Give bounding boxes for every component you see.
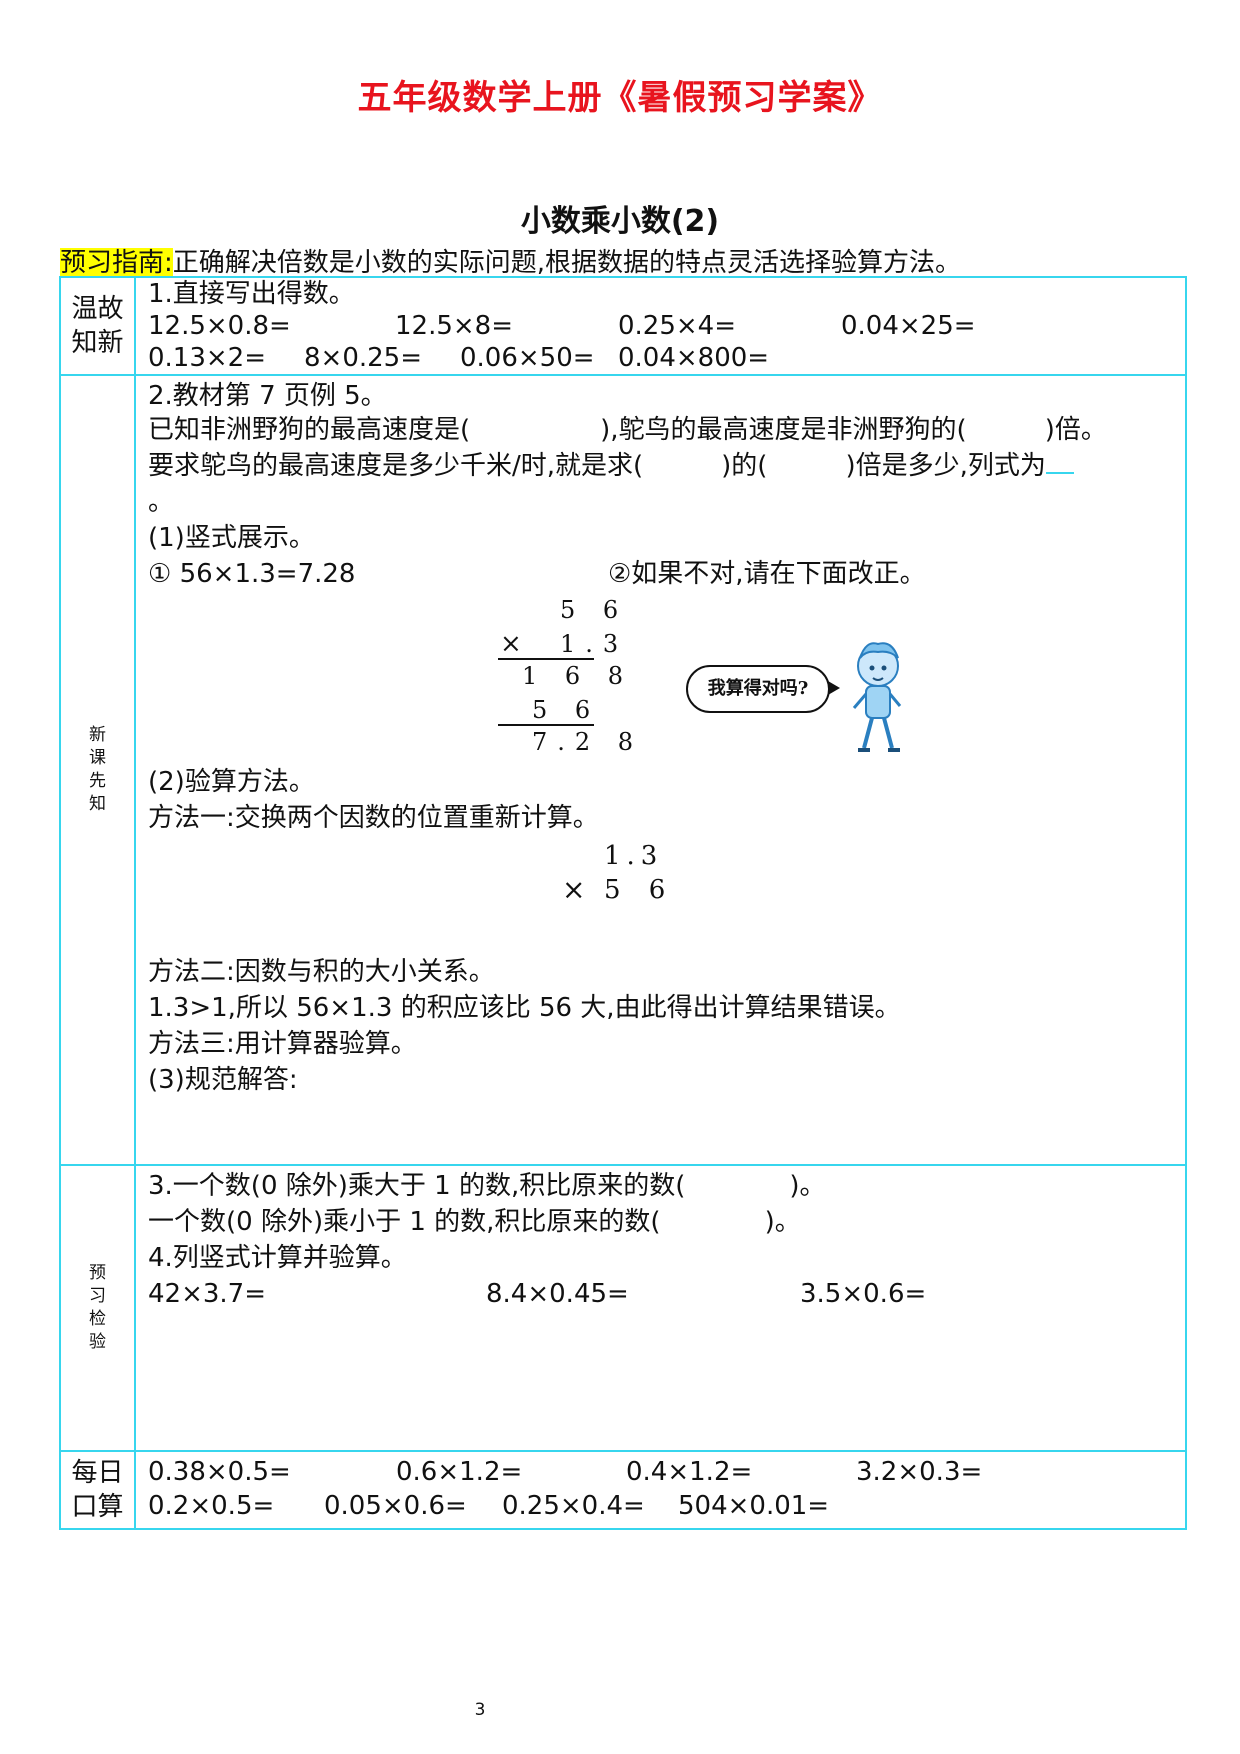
review-item: 0.06×50= bbox=[460, 343, 595, 373]
question-4: 4.列竖式计算并验算。 bbox=[148, 1243, 407, 1273]
step1-correction-prompt: ②如果不对,请在下面改正。 bbox=[608, 559, 926, 589]
review-label-line2: 知新 bbox=[71, 328, 124, 358]
review-item: 0.04×800= bbox=[618, 343, 770, 373]
vert-bar bbox=[498, 724, 594, 726]
daily-item: 0.25×0.4= bbox=[502, 1491, 645, 1521]
vert2-line2: 5 6 bbox=[604, 875, 676, 905]
check-label-char: 检 bbox=[89, 1309, 106, 1329]
vert-line4: 5 6 bbox=[532, 696, 601, 724]
method-two-explanation: 1.3>1,所以 56×1.3 的积应该比 56 大,由此得出计算结果错误。 bbox=[148, 993, 901, 1023]
vertical-calculation-swap: 1.3 × 5 6 bbox=[148, 836, 1185, 954]
question-text: 要求鸵鸟的最高速度是多少千米/时,就是求( )的( )倍是多少,列式为 bbox=[148, 451, 1046, 481]
vertical-calculation: 5 6 × 1.3 1 6 8 5 6 7.2 8 我算得对吗? bbox=[148, 590, 1185, 764]
daily-item: 3.2×0.3= bbox=[856, 1457, 983, 1487]
review-label-line1: 温故 bbox=[71, 294, 124, 324]
worksheet-table: 温故 知新 1.直接写出得数。 12.5×0.8= 12.5×8= 0.25×4… bbox=[59, 276, 1187, 1530]
new-lesson-label: 新 课 先 知 bbox=[59, 374, 136, 1166]
check-label: 预 习 检 验 bbox=[59, 1164, 136, 1452]
method-two: 方法二:因数与积的大小关系。 bbox=[148, 957, 495, 987]
new-lesson-content: 2.教材第 7 页例 5。 已知非洲野狗的最高速度是( ),鸵鸟的最高速度是非洲… bbox=[134, 374, 1187, 1166]
daily-item: 0.6×1.2= bbox=[396, 1457, 523, 1487]
calc-item: 3.5×0.6= bbox=[800, 1279, 927, 1309]
review-row-2: 0.13×2= 8×0.25= 0.06×50= 0.04×800= bbox=[148, 342, 1185, 374]
page-number: 3 bbox=[474, 1700, 486, 1720]
textbook-reference: 2.教材第 7 页例 5。 bbox=[148, 381, 387, 411]
sentence-end: 。 bbox=[148, 487, 175, 517]
vert2-line1: 1.3 bbox=[604, 841, 664, 871]
multiply-sign: × bbox=[500, 629, 532, 659]
daily-row-1: 0.38×0.5= 0.6×1.2= 0.4×1.2= 3.2×0.3= bbox=[148, 1456, 1185, 1490]
question-3a: 3.一个数(0 除外)乘大于 1 的数,积比原来的数( )。 bbox=[148, 1171, 826, 1201]
standard-answer: (3)规范解答: bbox=[148, 1065, 298, 1095]
calc-item: 8.4×0.45= bbox=[486, 1279, 629, 1309]
daily-item: 0.2×0.5= bbox=[148, 1491, 275, 1521]
review-heading: 1.直接写出得数。 bbox=[148, 279, 355, 309]
review-item: 0.25×4= bbox=[618, 311, 737, 341]
step1-row: ① 56×1.3=7.28 ②如果不对,请在下面改正。 bbox=[148, 556, 1185, 590]
vert-line3: 1 6 8 bbox=[522, 662, 634, 690]
question-4-row: 42×3.7= 8.4×0.45= 3.5×0.6= bbox=[148, 1276, 1185, 1312]
check-label-char: 预 bbox=[89, 1263, 106, 1283]
review-item: 12.5×8= bbox=[395, 311, 514, 341]
daily-item: 0.05×0.6= bbox=[324, 1491, 467, 1521]
guide-text: 正确解决倍数是小数的实际问题,根据数据的特点灵活选择验算方法。 bbox=[172, 248, 962, 278]
daily-row-2: 0.2×0.5= 0.05×0.6= 0.25×0.4= 504×0.01= bbox=[148, 1490, 1185, 1524]
document-title: 五年级数学上册《暑假预习学案》 bbox=[357, 78, 883, 118]
step-vertical-display: (1)竖式展示。 bbox=[148, 523, 315, 553]
question-sentence: 要求鸵鸟的最高速度是多少千米/时,就是求( )的( )倍是多少,列式为 bbox=[148, 448, 1185, 484]
cartoon-boy-icon bbox=[852, 642, 902, 752]
vert-line1: 5 6 bbox=[560, 596, 629, 624]
new-lesson-label-char: 知 bbox=[89, 794, 106, 814]
multiply-sign: × bbox=[562, 873, 586, 906]
check-label-char: 习 bbox=[89, 1286, 106, 1306]
check-content: 3.一个数(0 除外)乘大于 1 的数,积比原来的数( )。 一个数(0 除外)… bbox=[134, 1164, 1187, 1452]
step-verify-methods: (2)验算方法。 bbox=[148, 767, 315, 797]
review-item: 12.5×0.8= bbox=[148, 311, 291, 341]
vert-line2: 1.3 bbox=[560, 630, 629, 658]
known-sentence: 已知非洲野狗的最高速度是( ),鸵鸟的最高速度是非洲野狗的( )倍。 bbox=[148, 415, 1107, 445]
daily-label-line1: 每日 bbox=[71, 1458, 124, 1488]
daily-item: 0.4×1.2= bbox=[626, 1457, 753, 1487]
lesson-title: 小数乘小数(2) bbox=[520, 204, 720, 239]
daily-item: 0.38×0.5= bbox=[148, 1457, 291, 1487]
new-lesson-label-char: 课 bbox=[89, 748, 106, 768]
method-one: 方法一:交换两个因数的位置重新计算。 bbox=[148, 803, 599, 833]
step1-equation: ① 56×1.3=7.28 bbox=[148, 559, 356, 589]
daily-label: 每日 口算 bbox=[59, 1450, 136, 1530]
new-lesson-label-char: 先 bbox=[89, 771, 106, 791]
guide-label: 预习指南: bbox=[60, 248, 173, 278]
question-3b: 一个数(0 除外)乘小于 1 的数,积比原来的数( )。 bbox=[148, 1207, 801, 1237]
preview-guide: 预习指南:正确解决倍数是小数的实际问题,根据数据的特点灵活选择验算方法。 bbox=[60, 242, 961, 279]
review-item: 0.13×2= bbox=[148, 343, 267, 373]
daily-item: 504×0.01= bbox=[678, 1491, 830, 1521]
answer-blank[interactable] bbox=[1045, 448, 1074, 474]
calc-item: 42×3.7= bbox=[148, 1279, 267, 1309]
daily-label-line2: 口算 bbox=[71, 1492, 124, 1522]
review-label: 温故 知新 bbox=[59, 276, 136, 376]
speech-bubble: 我算得对吗? bbox=[686, 665, 840, 713]
vert-line5: 7.2 8 bbox=[532, 728, 644, 756]
vert-bar bbox=[498, 658, 594, 660]
daily-content: 0.38×0.5= 0.6×1.2= 0.4×1.2= 3.2×0.3= 0.2… bbox=[134, 1450, 1187, 1530]
check-label-char: 验 bbox=[89, 1332, 106, 1352]
review-content: 1.直接写出得数。 12.5×0.8= 12.5×8= 0.25×4= 0.04… bbox=[134, 276, 1187, 376]
new-lesson-label-char: 新 bbox=[89, 725, 106, 745]
method-three: 方法三:用计算器验算。 bbox=[148, 1029, 417, 1059]
review-item: 0.04×25= bbox=[841, 311, 976, 341]
review-item: 8×0.25= bbox=[304, 343, 423, 373]
review-row-1: 12.5×0.8= 12.5×8= 0.25×4= 0.04×25= bbox=[148, 310, 1185, 342]
